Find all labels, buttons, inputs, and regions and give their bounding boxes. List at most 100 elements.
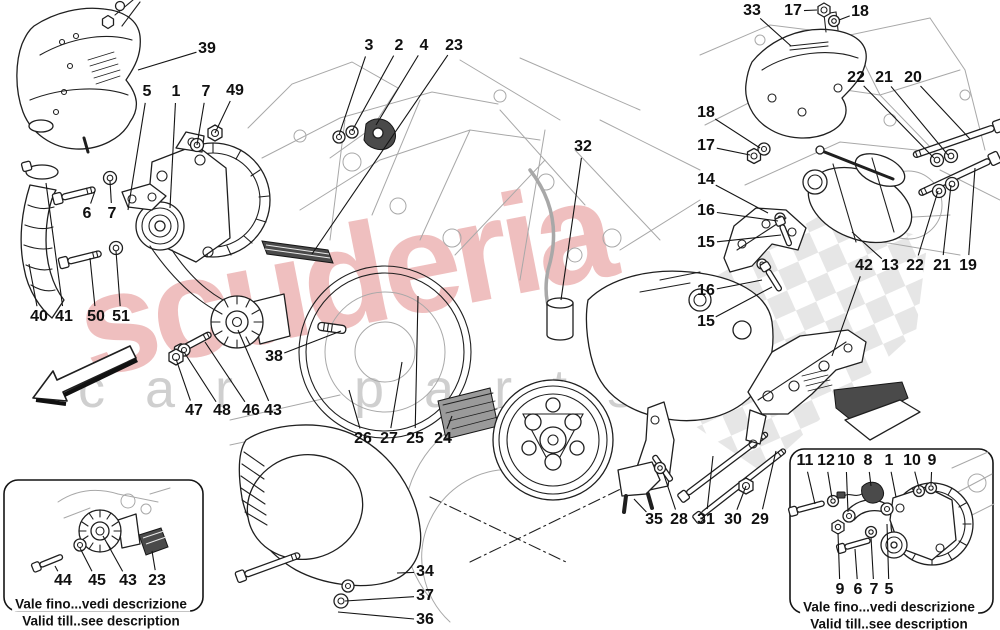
ac-compressor xyxy=(492,270,774,514)
callout-label-15: 15 xyxy=(697,313,715,330)
leader-line-38 xyxy=(284,330,342,354)
leader-line-18 xyxy=(838,15,850,21)
leader-line-13 xyxy=(851,231,883,260)
callout-label-48: 48 xyxy=(213,402,231,419)
leader-line-50 xyxy=(89,257,96,307)
leader-line-51 xyxy=(115,250,121,307)
leader-line-3 xyxy=(338,56,367,136)
callout-label-10: 10 xyxy=(837,452,855,469)
leader-line-17 xyxy=(716,147,751,156)
leader-line-2 xyxy=(351,55,395,132)
leader-line-4 xyxy=(375,55,419,126)
callout-label-13: 13 xyxy=(881,257,899,274)
callout-label-43: 43 xyxy=(119,572,137,589)
callout-label-34: 34 xyxy=(416,563,434,580)
callout-label-46: 46 xyxy=(242,402,260,419)
leader-line-23 xyxy=(311,54,449,255)
leader-line-7 xyxy=(109,180,112,204)
leader-line-7 xyxy=(870,536,874,580)
support-bracket xyxy=(745,329,921,449)
callout-label-3: 3 xyxy=(364,37,374,54)
leader-line-26 xyxy=(348,389,361,429)
leader-line-16 xyxy=(716,279,763,290)
callout-label-33: 33 xyxy=(743,2,761,19)
leader-line-8 xyxy=(868,471,872,487)
leader-line-42 xyxy=(831,276,861,357)
left-inset-note-line1: Vale fino...vedi descrizione xyxy=(12,596,190,612)
callout-label-30: 30 xyxy=(724,511,742,528)
leader-line-20 xyxy=(920,85,971,140)
leader-line-10 xyxy=(914,471,920,489)
callout-label-47: 47 xyxy=(185,402,203,419)
leader-line-27 xyxy=(390,361,403,429)
callout-label-9: 9 xyxy=(835,581,845,598)
leader-line-25 xyxy=(414,295,419,429)
callout-label-22: 22 xyxy=(847,69,865,86)
leader-line-9 xyxy=(837,532,841,580)
leader-line-34 xyxy=(396,571,415,574)
leader-line-11 xyxy=(806,471,816,505)
direction-arrow xyxy=(32,345,138,406)
leader-line-12 xyxy=(827,471,833,499)
leader-line-23 xyxy=(151,550,156,571)
leader-line-9 xyxy=(930,471,933,486)
callout-label-18: 18 xyxy=(851,3,869,20)
callout-label-31: 31 xyxy=(697,511,715,528)
alternator xyxy=(121,131,271,319)
starter-motor xyxy=(802,145,913,244)
callout-label-12: 12 xyxy=(817,452,835,469)
callout-label-32: 32 xyxy=(574,138,592,155)
leader-line-31 xyxy=(706,455,714,510)
callout-label-9: 9 xyxy=(927,452,937,469)
callout-label-29: 29 xyxy=(751,511,769,528)
callout-label-25: 25 xyxy=(406,430,424,447)
callout-label-2: 2 xyxy=(394,37,404,54)
leader-line-14 xyxy=(715,184,769,214)
callout-label-6: 6 xyxy=(853,581,863,598)
callout-label-44: 44 xyxy=(54,572,72,589)
spacer-bush xyxy=(546,297,574,341)
starter-heat-shield xyxy=(745,2,867,165)
callout-label-7: 7 xyxy=(201,83,211,100)
callout-label-16: 16 xyxy=(697,282,715,299)
callout-label-11: 11 xyxy=(796,452,814,469)
compressor-bolts xyxy=(677,431,787,524)
callout-label-26: 26 xyxy=(354,430,372,447)
leader-line-46 xyxy=(204,341,246,403)
callout-label-27: 27 xyxy=(380,430,398,447)
callout-label-45: 45 xyxy=(88,572,106,589)
belt-cover xyxy=(234,424,422,609)
leader-line-43 xyxy=(237,329,270,402)
callout-label-21: 21 xyxy=(875,69,893,86)
leader-line-1 xyxy=(890,471,897,498)
leader-line-28 xyxy=(662,471,677,510)
leader-line-45 xyxy=(79,547,93,572)
callout-label-39: 39 xyxy=(198,40,216,57)
leader-line-16 xyxy=(716,211,779,222)
leader-line-24 xyxy=(446,415,453,429)
leader-line-32 xyxy=(560,157,582,301)
callout-label-37: 37 xyxy=(416,587,434,604)
left-inset-note-line2: Valid till..see description xyxy=(22,613,180,629)
callout-label-16: 16 xyxy=(697,202,715,219)
leader-line-48 xyxy=(183,351,217,403)
callout-label-1: 1 xyxy=(171,83,181,100)
callout-label-15: 15 xyxy=(697,234,715,251)
leader-line-41 xyxy=(45,182,64,307)
callout-label-36: 36 xyxy=(416,611,434,628)
callout-label-6: 6 xyxy=(82,205,92,222)
callout-label-38: 38 xyxy=(265,348,283,365)
leader-line-39 xyxy=(137,51,197,71)
callout-label-8: 8 xyxy=(863,452,873,469)
callout-label-40: 40 xyxy=(30,308,48,325)
leader-lines xyxy=(28,9,976,620)
heat-shield xyxy=(16,0,141,154)
callout-label-5: 5 xyxy=(142,83,152,100)
callout-label-20: 20 xyxy=(904,69,922,86)
callout-label-17: 17 xyxy=(697,137,715,154)
callout-label-23: 23 xyxy=(445,37,463,54)
leader-line-43 xyxy=(102,535,124,572)
callout-label-50: 50 xyxy=(87,308,105,325)
leader-line-18 xyxy=(714,118,761,149)
